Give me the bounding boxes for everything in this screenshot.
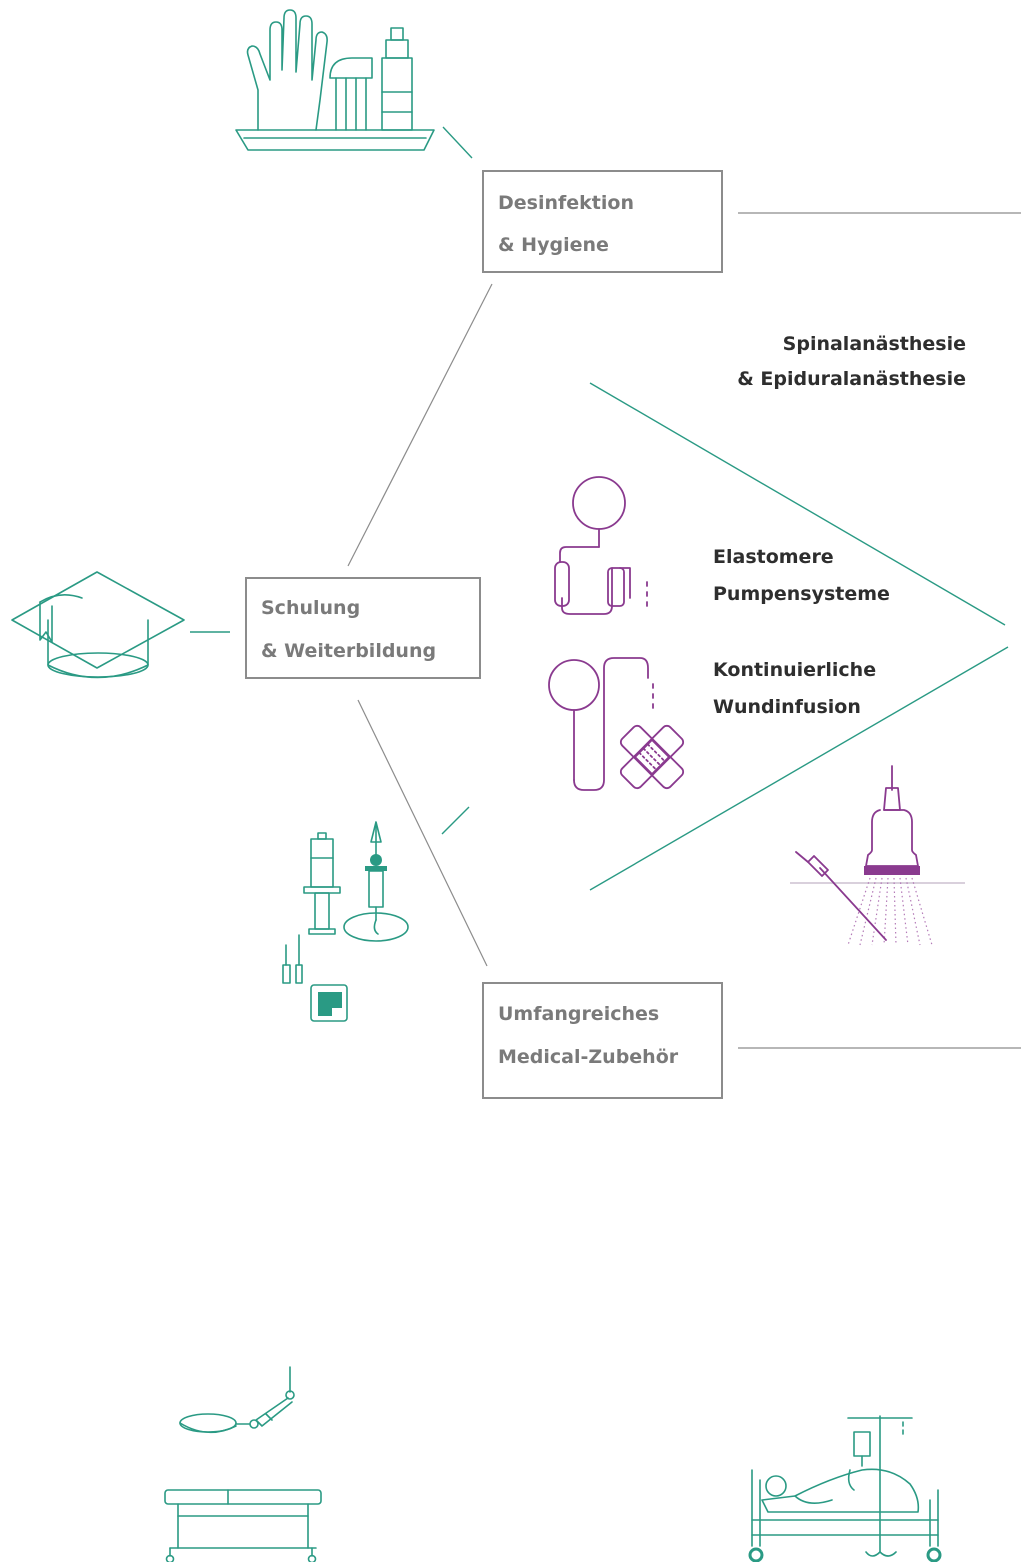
node-box bbox=[245, 577, 481, 679]
wedge-lower-line bbox=[589, 646, 1009, 891]
label-line2: & Epiduralanästhesie bbox=[737, 368, 966, 390]
label-line1: Kontinuierliche bbox=[713, 659, 876, 681]
node-box bbox=[482, 982, 723, 1099]
surgical-lamp-table-icon bbox=[164, 1366, 322, 1562]
label-line1: Elastomere bbox=[713, 546, 834, 568]
label-wound: Kontinuierliche Wundinfusion bbox=[713, 659, 876, 718]
wound-infusion-pump-icon bbox=[548, 657, 685, 791]
connector-accessories-icon bbox=[441, 806, 470, 835]
label-spinal: Spinalanästhesie & Epiduralanästhesie bbox=[737, 333, 966, 390]
node-accessories: Umfangreiches Medical-Zubehör bbox=[482, 982, 723, 1099]
node-label-line2: & Weiterbildung bbox=[261, 640, 436, 662]
elastomeric-pump-icon bbox=[554, 476, 648, 615]
graduation-cap-icon bbox=[11, 571, 185, 679]
connector-training-accessories bbox=[357, 699, 488, 967]
node-training: Schulung & Weiterbildung bbox=[245, 577, 481, 679]
label-line2: Wundinfusion bbox=[713, 696, 861, 718]
patient-bed-iv-icon bbox=[748, 1415, 942, 1562]
node-label-line2: Medical-Zubehör bbox=[498, 1046, 679, 1068]
node-label-line2: & Hygiene bbox=[498, 234, 609, 256]
label-line1: Spinalanästhesie bbox=[783, 333, 966, 355]
node-label-line1: Schulung bbox=[261, 597, 360, 619]
node-box bbox=[482, 170, 723, 273]
connector-lines bbox=[190, 126, 1021, 1049]
syringe-infusion-icon bbox=[282, 821, 409, 1022]
ultrasound-probe-icon bbox=[790, 765, 965, 946]
hand-disinfection-icon bbox=[235, 9, 435, 151]
label-line2: Pumpensysteme bbox=[713, 583, 890, 605]
connector-hygiene-icon bbox=[442, 126, 473, 159]
connector-hygiene-training bbox=[347, 283, 493, 567]
node-hygiene: Desinfektion & Hygiene bbox=[482, 170, 723, 273]
node-label-line1: Umfangreiches bbox=[498, 1003, 659, 1025]
wedge-upper-line bbox=[589, 382, 1006, 626]
node-label-line1: Desinfektion bbox=[498, 192, 634, 214]
label-elastomer: Elastomere Pumpensysteme bbox=[713, 546, 890, 605]
